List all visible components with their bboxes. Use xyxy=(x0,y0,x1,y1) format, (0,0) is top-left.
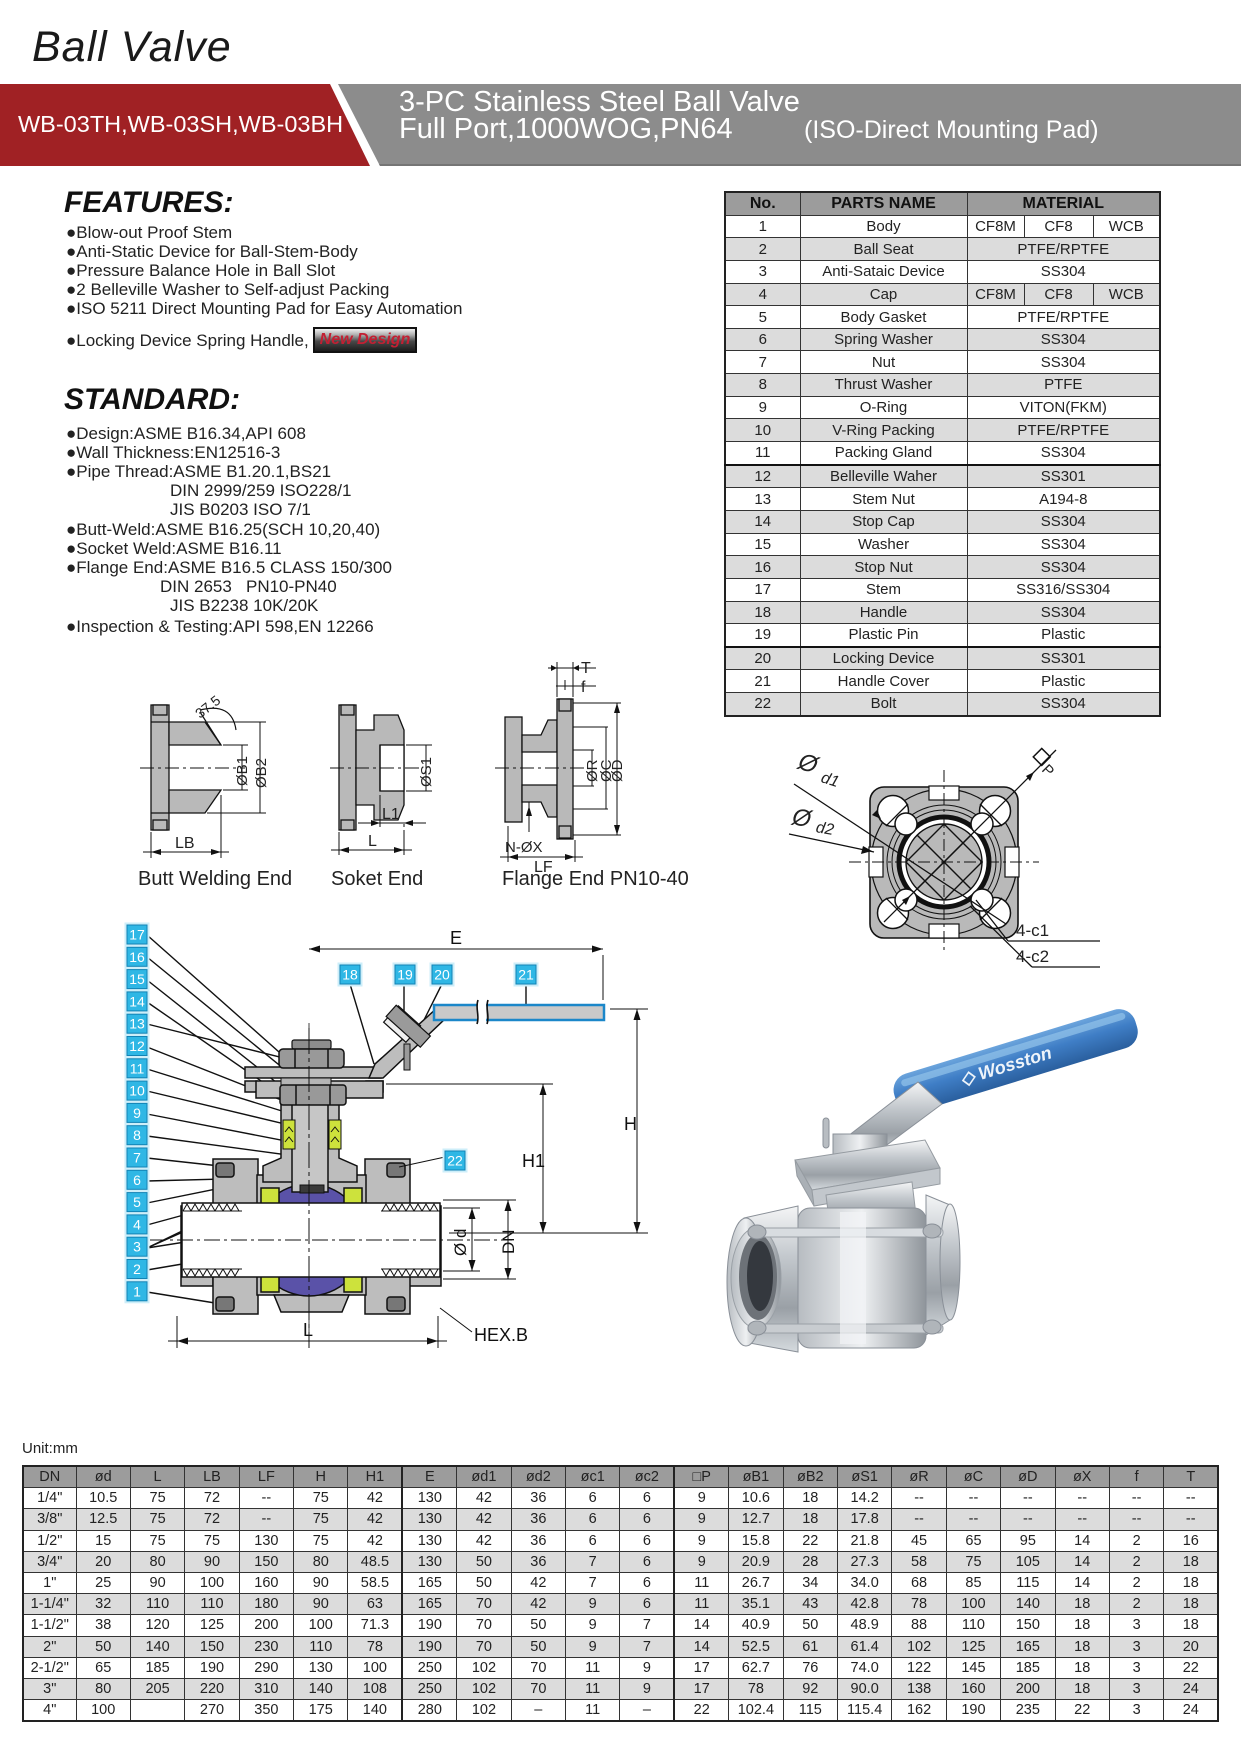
svg-text:20: 20 xyxy=(434,967,450,983)
svg-text:N-ØX: N-ØX xyxy=(505,839,543,856)
svg-text:T: T xyxy=(581,660,591,677)
svg-text:37.5: 37.5 xyxy=(192,692,223,722)
svg-text:15: 15 xyxy=(129,971,145,987)
svg-text:10: 10 xyxy=(129,1083,145,1099)
svg-text:Ø: Ø xyxy=(794,748,822,780)
svg-text:5: 5 xyxy=(133,1194,141,1210)
svg-text:H: H xyxy=(624,1114,637,1134)
svg-text:13: 13 xyxy=(129,1016,145,1032)
svg-text:d1: d1 xyxy=(819,769,841,791)
svg-text:11: 11 xyxy=(130,1060,145,1076)
svg-text:E: E xyxy=(450,928,462,948)
svg-text:16: 16 xyxy=(129,949,145,965)
svg-text:1: 1 xyxy=(133,1283,141,1299)
svg-text:ØS1: ØS1 xyxy=(418,757,435,787)
svg-text:18: 18 xyxy=(342,967,358,983)
svg-text:9: 9 xyxy=(133,1105,141,1121)
svg-text:4-c1: 4-c1 xyxy=(1016,921,1049,940)
svg-text:4-c2: 4-c2 xyxy=(1016,947,1049,966)
svg-text:L: L xyxy=(368,833,377,850)
svg-text:ØC: ØC xyxy=(598,759,615,782)
svg-text:L1: L1 xyxy=(382,806,400,823)
svg-text:f: f xyxy=(581,679,586,696)
svg-text:6: 6 xyxy=(133,1172,141,1188)
svg-text:14: 14 xyxy=(129,993,145,1009)
svg-text:Ø: Ø xyxy=(789,803,814,833)
svg-text:Flange End PN10-40: Flange End PN10-40 xyxy=(502,868,689,890)
svg-text:LF: LF xyxy=(534,859,553,876)
svg-text:ØD: ØD xyxy=(609,759,626,782)
svg-text:2: 2 xyxy=(133,1261,141,1277)
svg-text:L: L xyxy=(303,1320,313,1340)
svg-text:3: 3 xyxy=(133,1239,141,1255)
svg-text:H1: H1 xyxy=(522,1151,545,1171)
svg-text:d2: d2 xyxy=(815,819,836,839)
svg-text:7: 7 xyxy=(133,1150,141,1166)
svg-text:8: 8 xyxy=(133,1127,141,1143)
svg-text:HEX.B: HEX.B xyxy=(474,1325,528,1345)
svg-text:17: 17 xyxy=(129,927,145,943)
svg-text:Butt Welding End: Butt Welding End xyxy=(138,868,292,890)
svg-text:ØB2: ØB2 xyxy=(253,758,270,788)
svg-text:ØB1: ØB1 xyxy=(234,756,251,786)
svg-text:LB: LB xyxy=(175,835,195,852)
svg-text:21: 21 xyxy=(518,967,534,983)
svg-text:ØR: ØR xyxy=(584,759,601,782)
svg-text:Ø d: Ø d xyxy=(451,1229,470,1256)
svg-text:DN: DN xyxy=(499,1229,518,1254)
svg-text:12: 12 xyxy=(129,1038,145,1054)
svg-text:22: 22 xyxy=(447,1153,463,1169)
svg-text:19: 19 xyxy=(397,967,413,983)
svg-text:Soket End: Soket End xyxy=(331,868,423,890)
svg-text:4: 4 xyxy=(133,1216,141,1232)
